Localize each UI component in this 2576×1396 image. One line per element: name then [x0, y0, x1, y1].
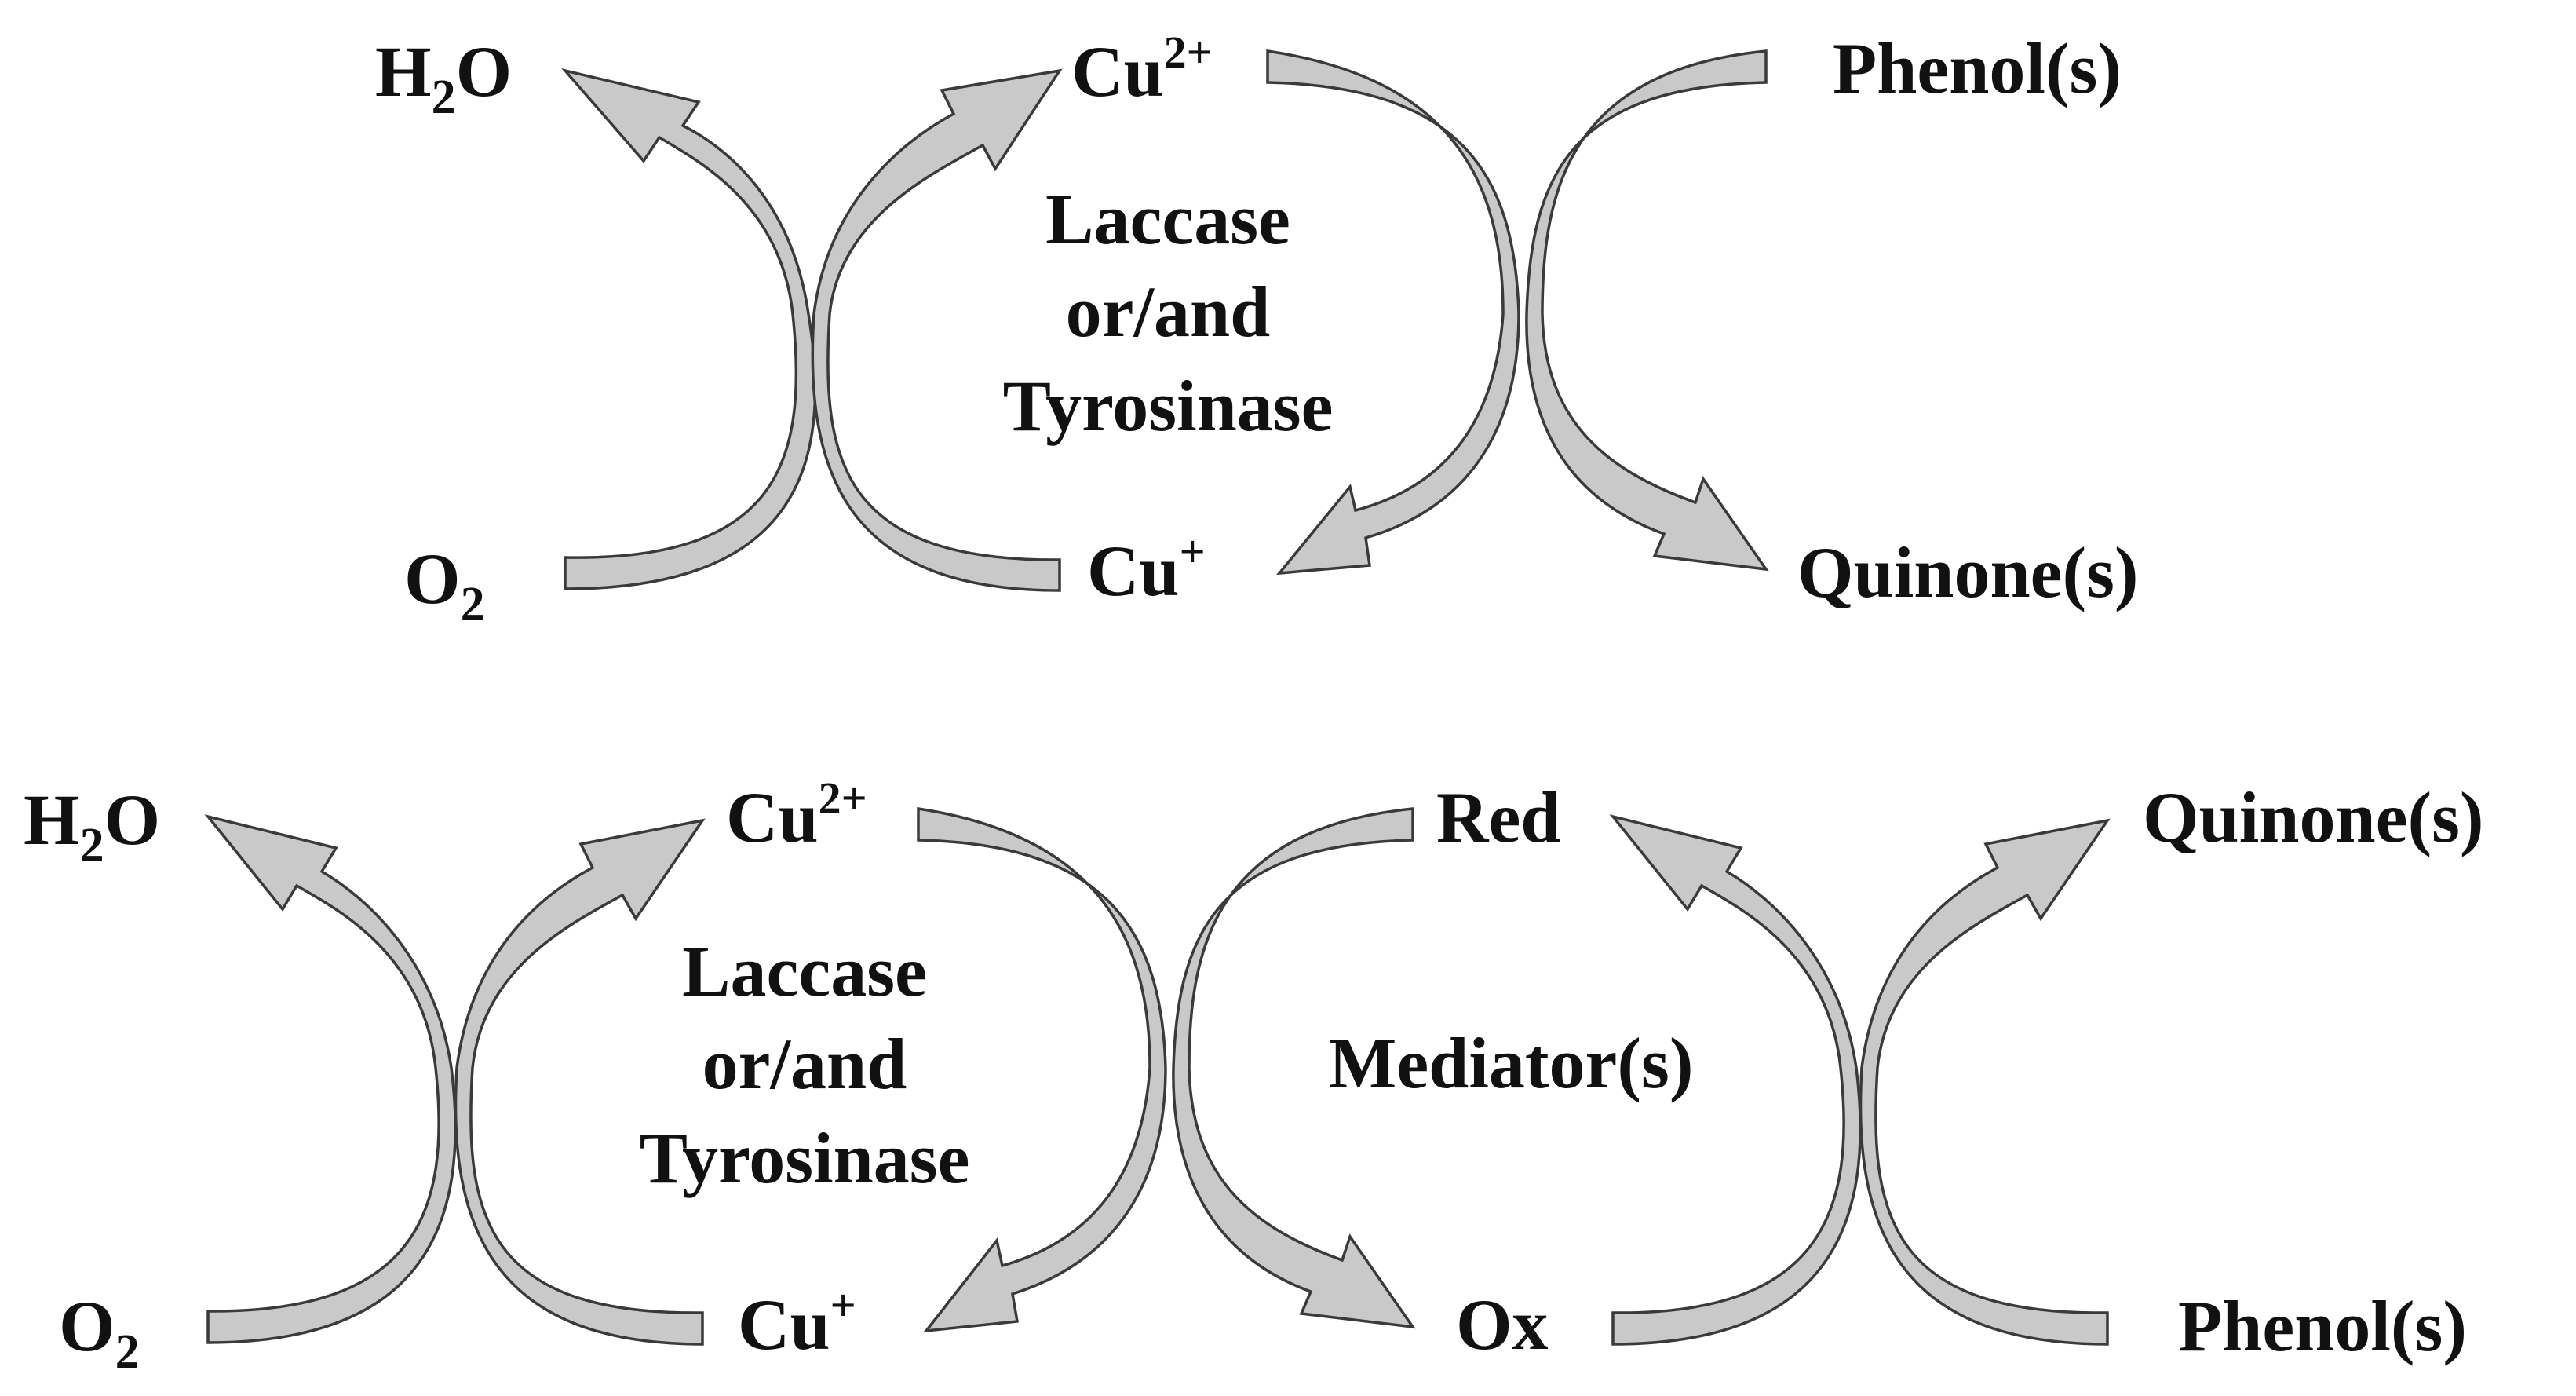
arrow-cu2-to-cu1: [1266, 49, 1520, 576]
arrow-cu1-to-cu2-bottom: [454, 818, 706, 1346]
enzyme-label-line2: or/and: [1066, 272, 1271, 352]
enzyme-label-bottom-line1: Laccase: [682, 931, 927, 1011]
enzyme-label-line3: Tyrosinase: [1003, 366, 1334, 446]
h2o-label: H2O: [375, 31, 512, 124]
red-label: Red: [1436, 777, 1560, 857]
mediator-label: Mediator(s): [1329, 1023, 1694, 1103]
enzyme-label-bottom-line2: or/and: [702, 1024, 907, 1104]
ox-label: Ox: [1456, 1285, 1549, 1365]
arrow-o2-to-h2o-bottom: [204, 814, 457, 1344]
cu1-label: Cu+: [1087, 526, 1206, 611]
arrow-cu1-to-cu2: [811, 68, 1063, 592]
cu2-label-bottom: Cu2+: [726, 773, 867, 857]
phenol-label-bottom: Phenol(s): [2178, 1286, 2467, 1366]
arrow-o2-to-h2o: [561, 68, 817, 590]
arrow-red-to-ox: [1172, 807, 1416, 1329]
h2o-label-bottom: H2O: [24, 780, 160, 872]
cu2-label: Cu2+: [1071, 27, 1213, 111]
o2-label: O2: [404, 539, 485, 631]
arrow-phenol-to-quinone: [1525, 49, 1769, 572]
phenol-label: Phenol(s): [1833, 28, 2122, 108]
arrow-ox-to-red: [1609, 814, 1862, 1346]
quinone-label-bottom: Quinone(s): [2143, 777, 2484, 857]
enzyme-label-line1: Laccase: [1045, 179, 1290, 259]
arrow-cu2-to-cu1-bottom: [917, 806, 1167, 1333]
quinone-label: Quinone(s): [1797, 532, 2139, 612]
arrow-phenol-to-quinone-bottom: [1859, 818, 2111, 1346]
enzyme-label-bottom-line3: Tyrosinase: [640, 1118, 970, 1198]
cu1-label-bottom: Cu+: [738, 1280, 856, 1365]
o2-label-bottom: O2: [59, 1286, 140, 1379]
